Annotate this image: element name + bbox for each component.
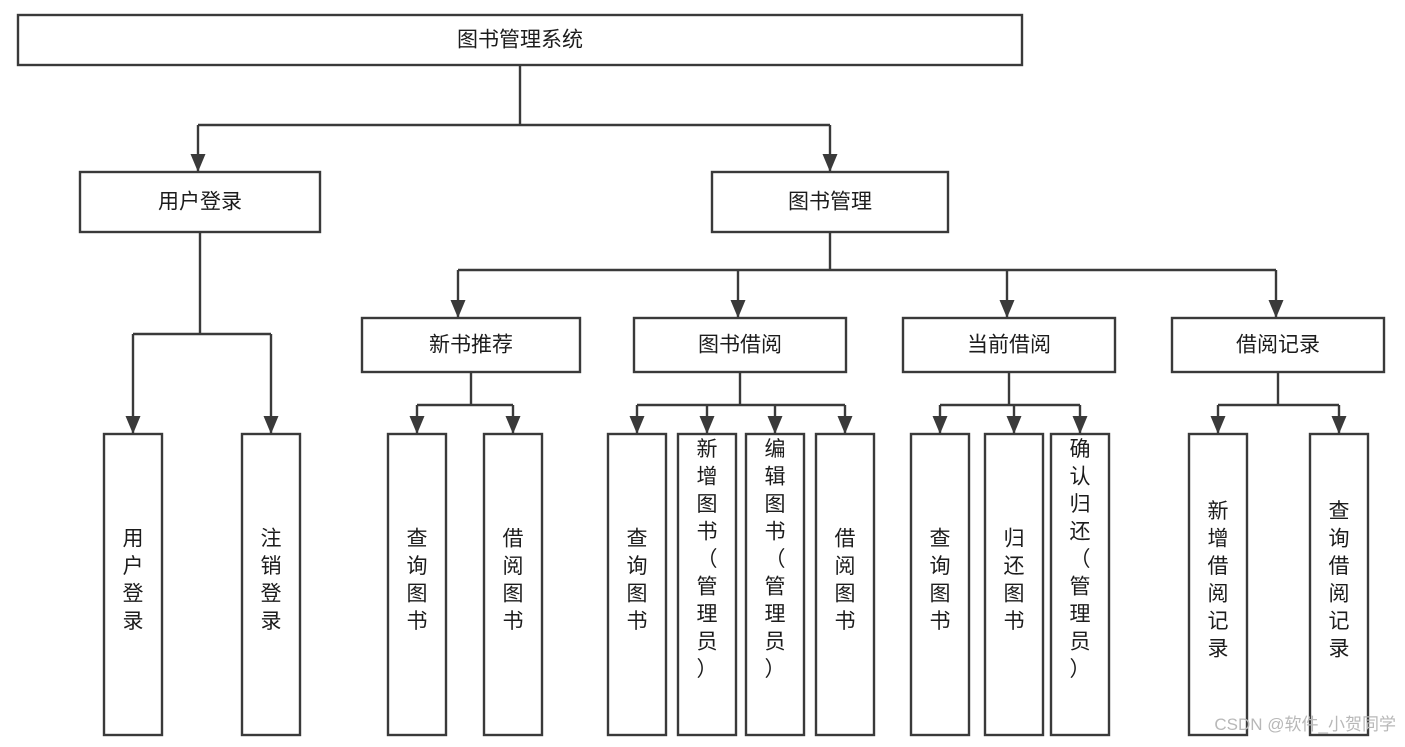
csdn-watermark: CSDN @软件_小贺同学 <box>1214 715 1396 734</box>
arrow-head-icon <box>1006 416 1022 434</box>
leaf-node[interactable]: 查询图书 <box>606 432 668 737</box>
leaf-label: 借阅图书 <box>503 528 524 634</box>
leaf-label: 注销登录 <box>261 528 282 634</box>
arrow-head-icon <box>837 416 853 434</box>
leaf-label: 新增借阅记录 <box>1208 500 1229 661</box>
leaf-box[interactable] <box>606 432 668 737</box>
level3-box[interactable] <box>360 316 582 374</box>
leaf-box[interactable] <box>1049 432 1111 737</box>
level3-node[interactable]: 新书推荐 <box>360 316 582 374</box>
level3-box[interactable] <box>901 316 1117 374</box>
level3-box[interactable] <box>632 316 848 374</box>
leaf-node[interactable]: 归还图书 <box>983 432 1045 737</box>
leaf-node[interactable]: 查询图书 <box>386 432 448 737</box>
arrow-head-icon <box>822 154 838 172</box>
arrow-head-icon <box>767 416 783 434</box>
leaf-label: 新增图书（管理员） <box>697 438 718 681</box>
root-label: 图书管理系统 <box>457 29 583 52</box>
root-box[interactable] <box>16 13 1024 67</box>
arrow-head-icon <box>1210 416 1226 434</box>
level2-node[interactable]: 用户登录 <box>78 170 322 234</box>
arrow-head-icon <box>1072 416 1088 434</box>
leaf-box[interactable] <box>909 432 971 737</box>
arrow-head-icon <box>190 154 206 172</box>
leaf-label: 查询借阅记录 <box>1329 500 1350 661</box>
level2-box[interactable] <box>710 170 950 234</box>
level2-label: 图书管理 <box>788 191 872 214</box>
leaf-node[interactable]: 查询图书 <box>909 432 971 737</box>
leaf-node[interactable]: 新增图书（管理员） <box>676 432 738 737</box>
level3-label: 当前借阅 <box>967 334 1051 357</box>
arrow-head-icon <box>505 416 521 434</box>
connector-layer <box>125 65 1347 434</box>
leaf-box[interactable] <box>814 432 876 737</box>
level2-box[interactable] <box>78 170 322 234</box>
arrow-head-icon <box>1331 416 1347 434</box>
leaf-node[interactable]: 借阅图书 <box>814 432 876 737</box>
leaf-label: 归还图书 <box>1004 528 1025 634</box>
leaf-box[interactable] <box>1308 432 1370 737</box>
leaf-label: 借阅图书 <box>835 528 856 634</box>
level3-label: 新书推荐 <box>429 334 513 357</box>
leaf-node[interactable]: 确认归还（管理员） <box>1049 432 1111 737</box>
level3-label: 借阅记录 <box>1236 334 1320 357</box>
leaf-box[interactable] <box>676 432 738 737</box>
arrow-head-icon <box>999 300 1015 318</box>
level3-box[interactable] <box>1170 316 1386 374</box>
level3-node[interactable]: 图书借阅 <box>632 316 848 374</box>
arrow-head-icon <box>125 416 141 434</box>
leaf-box[interactable] <box>482 432 544 737</box>
arrow-head-icon <box>1268 300 1284 318</box>
leaf-node[interactable]: 查询借阅记录 <box>1308 432 1370 737</box>
level3-node[interactable]: 当前借阅 <box>901 316 1117 374</box>
leaf-node[interactable]: 新增借阅记录 <box>1187 432 1249 737</box>
leaf-box[interactable] <box>983 432 1045 737</box>
leaf-label: 查询图书 <box>627 528 648 634</box>
arrow-head-icon <box>730 300 746 318</box>
leaf-label: 编辑图书（管理员） <box>765 438 786 681</box>
arrow-head-icon <box>409 416 425 434</box>
root-node[interactable]: 图书管理系统 <box>16 13 1024 67</box>
leaf-box[interactable] <box>240 432 302 737</box>
arrow-head-icon <box>629 416 645 434</box>
leaf-label: 用户登录 <box>123 528 144 634</box>
leaf-node[interactable]: 用户登录 <box>102 432 164 737</box>
leaf-box[interactable] <box>102 432 164 737</box>
leaf-box[interactable] <box>744 432 806 737</box>
arrow-head-icon <box>263 416 279 434</box>
leaf-box[interactable] <box>1187 432 1249 737</box>
arrow-head-icon <box>450 300 466 318</box>
leaf-label: 查询图书 <box>407 528 428 634</box>
level2-node[interactable]: 图书管理 <box>710 170 950 234</box>
level3-node[interactable]: 借阅记录 <box>1170 316 1386 374</box>
arrow-head-icon <box>699 416 715 434</box>
leaf-label: 确认归还（管理员） <box>1070 438 1091 681</box>
level2-label: 用户登录 <box>158 191 242 214</box>
leaf-box[interactable] <box>386 432 448 737</box>
leaf-label: 查询图书 <box>930 528 951 634</box>
leaf-node[interactable]: 注销登录 <box>240 432 302 737</box>
arrow-head-icon <box>932 416 948 434</box>
level3-label: 图书借阅 <box>698 334 782 357</box>
leaf-node[interactable]: 编辑图书（管理员） <box>744 432 806 737</box>
node-layer: 图书管理系统用户登录图书管理新书推荐图书借阅当前借阅借阅记录用户登录注销登录查询… <box>16 13 1386 737</box>
leaf-node[interactable]: 借阅图书 <box>482 432 544 737</box>
